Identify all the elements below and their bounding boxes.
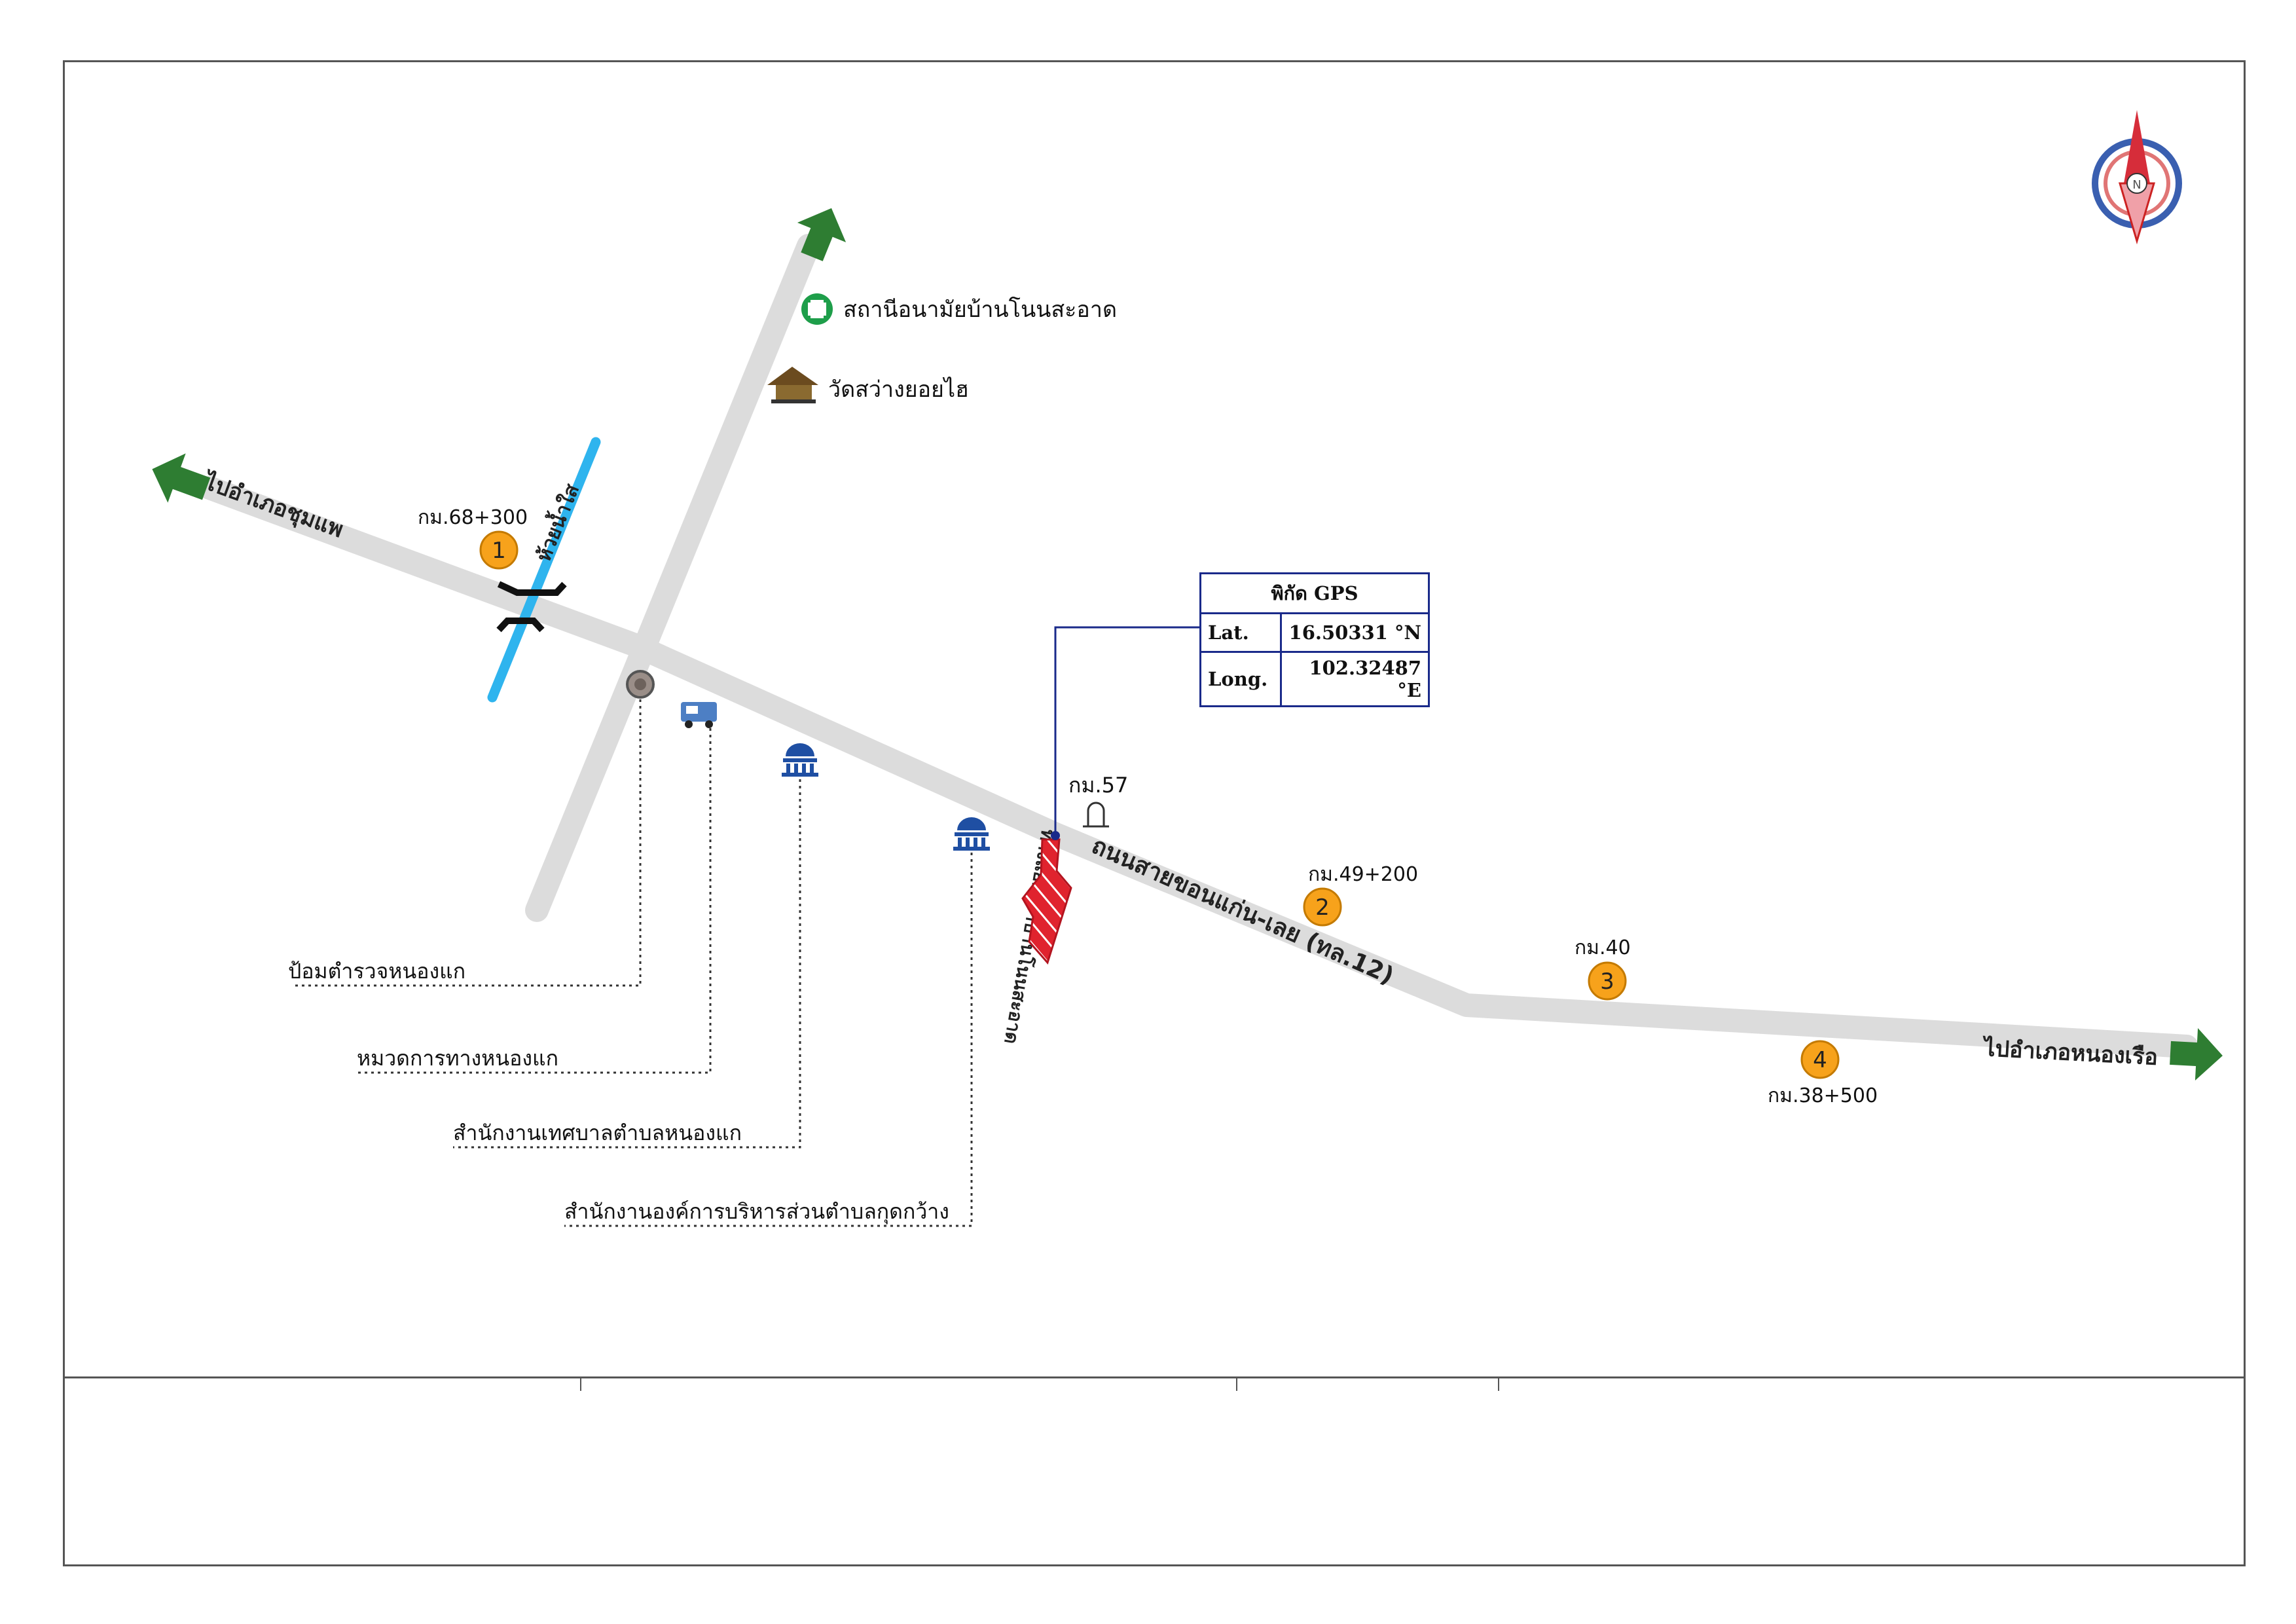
gps-lat-label: Lat. <box>1199 612 1282 653</box>
village-road <box>525 234 820 922</box>
health-station-icon <box>801 293 833 325</box>
title-block-cell-divider-3 <box>1498 1376 1499 1391</box>
site-km-label: กม.57 <box>1068 773 1128 798</box>
road-name-label: ถนนสายขอนแก่น-เลย (ทล.12) <box>1087 832 1398 990</box>
gps-leader-line <box>1054 626 1199 836</box>
marker-1-km: กม.68+300 <box>418 506 528 529</box>
gps-long-label: Long. <box>1199 651 1282 707</box>
marker-4: 4 <box>1800 1040 1840 1079</box>
health-station-label: สถานีอนามัยบ้านโนนสะอาด <box>843 297 1117 323</box>
municipality-building-icon <box>782 743 818 777</box>
marker-2: 2 <box>1303 887 1342 927</box>
municipality-label: สำนักงานเทศบาลตำบลหนองแก <box>453 1120 742 1145</box>
gps-table: พิกัด GPS Lat. 16.50331 °N Long. 102.324… <box>1199 572 1430 707</box>
marker-3: 3 <box>1588 961 1627 1001</box>
temple-icon <box>767 367 818 403</box>
stream <box>487 437 601 703</box>
gps-lat-value: 16.50331 °N <box>1280 612 1430 653</box>
police-box-label: ป้อมตำรวจหนองแก <box>288 959 465 984</box>
title-block-cell-divider-1 <box>580 1376 581 1391</box>
gps-long-value: 102.32487 °E <box>1280 651 1430 707</box>
project-site <box>1021 838 1072 965</box>
destination-west-label: ไปอำเภอชุมแพ <box>199 468 347 544</box>
police-box-icon <box>626 670 655 699</box>
marker-3-km: กม.40 <box>1575 936 1631 959</box>
gps-title: พิกัด GPS <box>1199 572 1430 614</box>
title-block-divider <box>63 1376 2246 1378</box>
marker-2-number: 2 <box>1315 895 1330 921</box>
marker-1-number: 1 <box>492 538 506 564</box>
north-arrow-icon: N <box>2092 110 2182 245</box>
map-frame <box>63 60 2246 1566</box>
sao-label: สำนักงานองค์การบริหารส่วนตำบลกุดกว้าง <box>564 1199 949 1225</box>
arrow-west-icon <box>152 453 211 503</box>
marker-2-km: กม.49+200 <box>1308 863 1418 886</box>
compass-letter: N <box>2132 178 2141 192</box>
marker-4-number: 4 <box>1813 1047 1827 1073</box>
marker-1: 1 <box>479 530 519 570</box>
stream-label: ห้วยน้ำใส <box>528 479 584 565</box>
marker-3-number: 3 <box>1600 969 1614 995</box>
arrow-north-icon <box>797 208 847 261</box>
bridge-icon <box>496 581 567 633</box>
highway-unit-label: หมวดการทางหนองแก <box>357 1046 558 1071</box>
leader-lines <box>295 699 973 1227</box>
arrow-east-icon <box>2170 1028 2223 1080</box>
title-block-cell-divider-2 <box>1236 1376 1237 1391</box>
site-kilometer-post-icon <box>1083 802 1109 828</box>
temple-label: วัดสว่างยอยไฮ <box>828 377 969 403</box>
truck-icon <box>681 702 717 728</box>
main-road <box>198 476 2198 1058</box>
marker-4-km: กม.38+500 <box>1768 1084 1878 1107</box>
sao-building-icon <box>953 817 990 851</box>
